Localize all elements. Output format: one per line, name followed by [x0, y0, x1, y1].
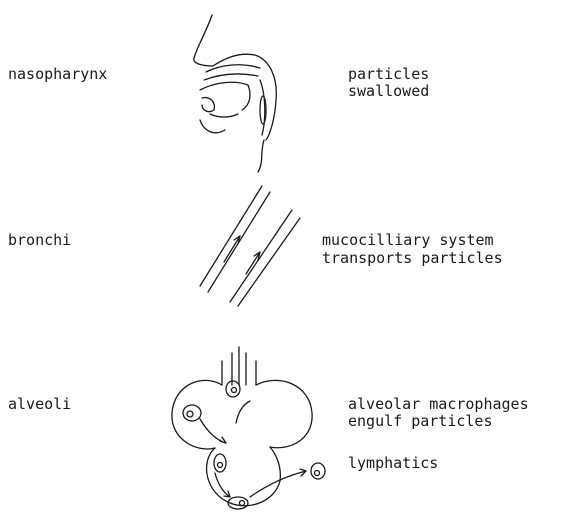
- region-label-bronchi: bronchi: [8, 232, 71, 248]
- lymphatics-label: lymphatics: [348, 455, 438, 471]
- nasopharynx-illustration: [180, 10, 290, 175]
- description-nasopharynx-line-2: swallowed: [348, 83, 429, 99]
- alveoli-illustration: [160, 343, 350, 518]
- region-label-alveoli: alveoli: [8, 396, 71, 412]
- description-nasopharynx-line-1: particles: [348, 66, 429, 82]
- description-bronchi-line-2: transports particles: [322, 250, 503, 266]
- description-bronchi-line-1: mucocilliary system: [322, 232, 494, 248]
- bronchi-illustration: [190, 178, 310, 308]
- region-label-nasopharynx: nasopharynx: [8, 66, 107, 82]
- description-alveoli-line-2: engulf particles: [348, 413, 493, 429]
- description-alveoli-line-1: alveolar macrophages: [348, 396, 529, 412]
